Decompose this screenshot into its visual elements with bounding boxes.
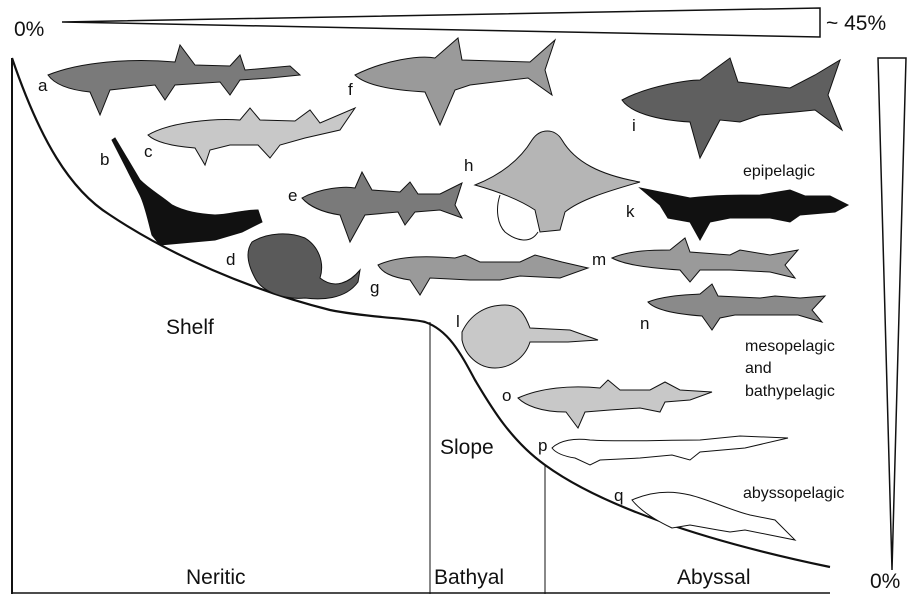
species-letter-l: l xyxy=(456,312,460,332)
species-letter-b: b xyxy=(100,150,109,170)
species-letter-m: m xyxy=(592,250,606,270)
slope-label: Slope xyxy=(440,436,494,460)
neritic-label: Neritic xyxy=(186,566,246,590)
species-letter-n: n xyxy=(640,314,649,334)
species-letter-g: g xyxy=(370,278,379,298)
bathyal-label: Bathyal xyxy=(434,566,504,590)
shark-c xyxy=(148,108,355,165)
species-letter-d: d xyxy=(226,250,235,270)
shark-p xyxy=(552,436,788,465)
shark-g xyxy=(378,255,588,295)
abyssopelagic-label: abyssopelagic xyxy=(743,483,844,505)
bathypelagic-label: bathypelagic xyxy=(745,381,835,403)
sawshark-b xyxy=(112,138,262,245)
shark-i xyxy=(622,58,842,158)
shark-a xyxy=(48,45,300,115)
species-letter-o: o xyxy=(502,386,511,406)
species-letter-a: a xyxy=(38,76,47,96)
species-letter-p: p xyxy=(538,436,547,456)
species-letter-k: k xyxy=(626,202,635,222)
species-letter-c: c xyxy=(144,142,153,162)
epipelagic-label: epipelagic xyxy=(743,161,815,183)
shark-k xyxy=(640,188,848,240)
species-letter-h: h xyxy=(464,156,473,176)
top-right-percent: ~ 45% xyxy=(826,12,886,36)
shark-n xyxy=(648,284,825,330)
top-gradient-wedge xyxy=(62,8,820,37)
bottom-right-percent: 0% xyxy=(870,570,900,594)
right-gradient-wedge xyxy=(878,58,906,570)
shelf-label: Shelf xyxy=(166,316,214,340)
shark-o xyxy=(518,380,712,428)
skate-l xyxy=(462,305,598,368)
species-letter-f: f xyxy=(348,80,353,100)
shark-m xyxy=(612,238,798,282)
species-letter-q: q xyxy=(614,486,623,506)
shark-f xyxy=(355,38,555,125)
species-letter-e: e xyxy=(288,186,297,206)
species-letter-i: i xyxy=(632,116,636,136)
and-label: and xyxy=(745,358,772,380)
top-left-percent: 0% xyxy=(14,18,44,42)
shark-e xyxy=(302,172,462,242)
abyssal-label: Abyssal xyxy=(677,566,751,590)
ray-h xyxy=(475,131,640,240)
mesopelagic-label: mesopelagic xyxy=(745,336,835,358)
ray-d xyxy=(248,234,360,299)
